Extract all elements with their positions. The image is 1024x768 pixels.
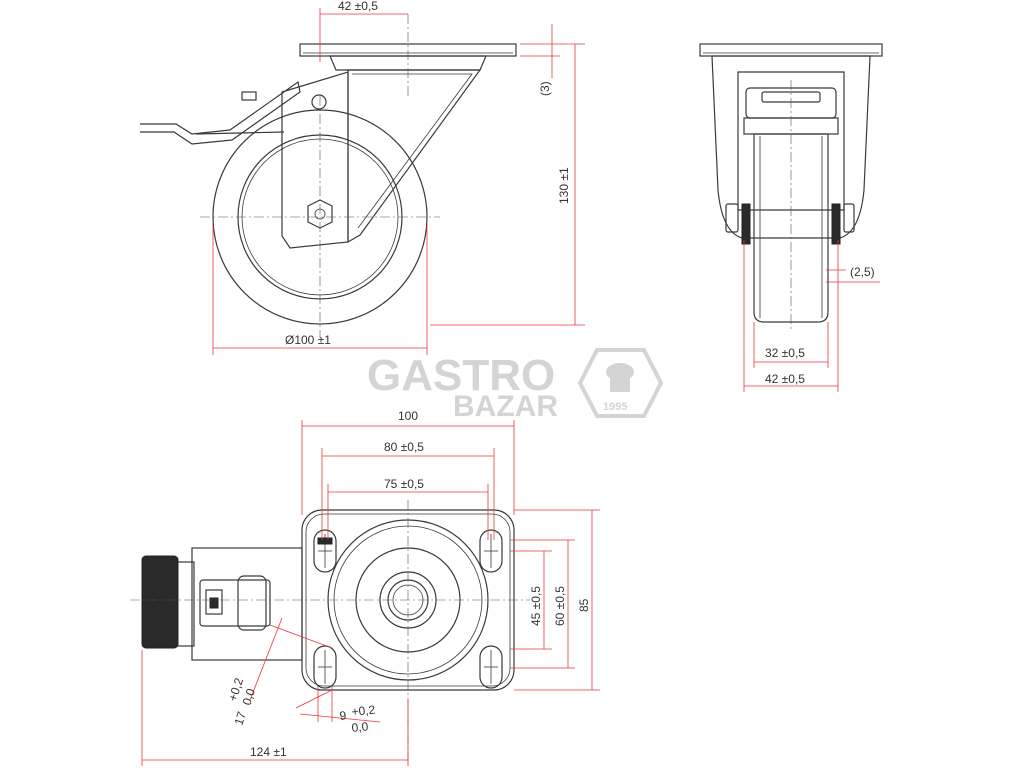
dim-top-hole-y-outer: 60 ±0,5	[553, 586, 567, 626]
watermark-logo: GASTRO BAZAR 1995	[367, 348, 664, 423]
dim-top-hole-x-inner: 75 ±0,5	[384, 477, 424, 491]
mounting-slots	[313, 529, 503, 689]
dim-top-slot-width-base: 9	[339, 708, 347, 723]
dim-side-height: 130 ±1	[557, 167, 571, 204]
dim-top-slot-width-lower: 0,0	[351, 719, 369, 735]
dim-side-offset: 42 ±0,5	[338, 0, 378, 13]
dim-top-hole-x-outer: 80 ±0,5	[384, 440, 424, 454]
watermark-line1: GASTRO	[367, 351, 555, 400]
dim-front-gap: (2,5)	[850, 265, 875, 279]
chef-hat-icon: 1995	[577, 348, 664, 418]
dim-top-hole-y-inner: 45 ±0,5	[529, 586, 543, 626]
top-view: 100 80 ±0,5 75 ±0,5 45 ±0,5 60 ±0,5 85 +…	[130, 409, 600, 766]
side-view: 42 ±0,5 (3) 130 ±1 Ø100 ±1	[140, 0, 585, 355]
watermark-badge-year: 1995	[603, 401, 627, 413]
dim-top-plate-height: 85	[577, 598, 591, 612]
watermark-line2: BAZAR	[453, 390, 558, 423]
dim-top-slot-width-upper: +0,2	[351, 703, 376, 719]
dim-front-fork-width: 42 ±0,5	[765, 372, 805, 386]
dim-front-wheel-width: 32 ±0,5	[765, 346, 805, 360]
dim-top-overall-length: 124 ±1	[250, 745, 287, 759]
front-view: (2,5) 32 ±0,5 42 ±0,5	[699, 43, 883, 392]
dim-side-plate-thickness: (3)	[538, 81, 552, 96]
dim-top-slot-length-base: 17	[232, 710, 250, 727]
dim-side-wheel-diameter: Ø100 ±1	[285, 333, 331, 347]
dim-top-plate-width: 100	[398, 409, 418, 423]
dim-top-slot-length-lower: 0,0	[240, 686, 259, 707]
